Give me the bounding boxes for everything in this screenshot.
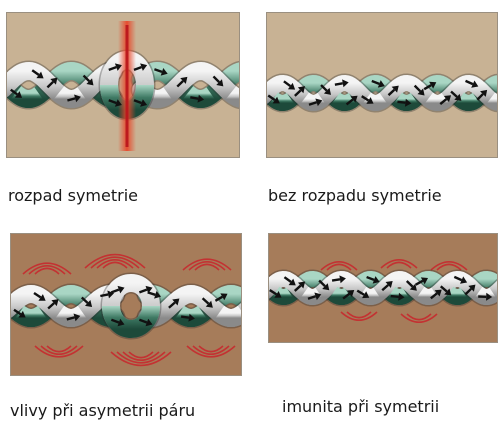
- panel-asymmetric-pair: [10, 233, 242, 376]
- braid-diagram-no-symmetry-breaking: [267, 13, 498, 158]
- flare-core: [126, 25, 129, 147]
- braid-diagram-asymmetric-pair: [11, 234, 242, 376]
- panel-symmetry-breaking: [6, 12, 240, 158]
- caption-no-symmetry-breaking: bez rozpadu symetrie: [268, 186, 442, 205]
- caption-asymmetric-pair: vlivy při asymetrii páru: [10, 401, 195, 420]
- caption-symmetry-breaking: rozpad symetrie: [8, 186, 138, 205]
- panel-no-symmetry-breaking: [266, 12, 498, 158]
- braid-diagram-symmetric-immunity: [269, 234, 498, 343]
- caption-symmetric-immunity: imunita při symetrii: [282, 397, 439, 416]
- braid-diagram-symmetry-breaking: [7, 13, 240, 158]
- panel-symmetric-immunity: [268, 233, 498, 343]
